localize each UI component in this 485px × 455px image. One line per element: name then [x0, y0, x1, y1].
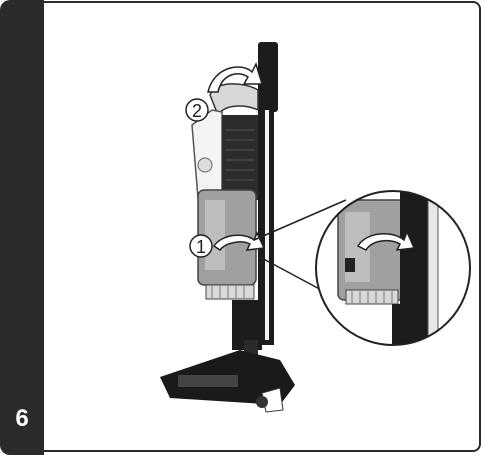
callout-2: 2: [185, 98, 209, 122]
svg-text:2: 2: [192, 101, 202, 121]
magnifier-circle-icon: [315, 190, 471, 346]
step-sidebar: 6: [0, 0, 44, 455]
svg-text:1: 1: [196, 237, 206, 257]
step-number: 6: [15, 405, 29, 432]
callout-1: 1: [189, 234, 213, 258]
curved-arrow-icon: [212, 231, 266, 252]
curved-arrow-icon: [207, 61, 264, 93]
vacuum-main-body: [160, 42, 295, 413]
